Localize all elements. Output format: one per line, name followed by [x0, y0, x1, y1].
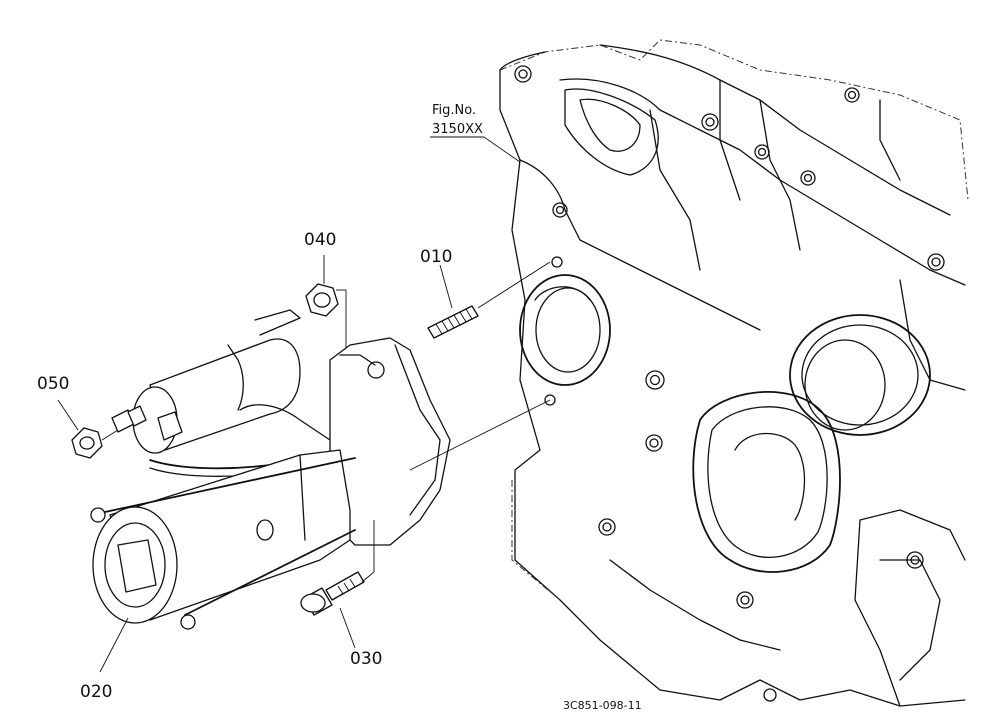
part-callouts: 010 020 030 040 050 — [37, 230, 452, 702]
gear-case-housing — [499, 39, 969, 707]
housing-bore-starter — [519, 274, 611, 386]
bolt-030 — [300, 399, 551, 649]
callout-030: 030 — [350, 649, 382, 669]
callout-010: 010 — [420, 247, 452, 267]
housing-bore-lower — [692, 391, 841, 573]
figure-reference: Fig.No. 3150XX — [430, 103, 521, 163]
callout-050: 050 — [37, 374, 69, 394]
nut-050 — [57, 399, 119, 459]
flange-bolt-holes — [514, 65, 945, 702]
housing-bore-right — [789, 314, 931, 436]
stud-bolt-010 — [427, 261, 551, 339]
callout-040: 040 — [304, 230, 336, 250]
starter-motor-020 — [90, 309, 451, 673]
housing-lower-bracket — [609, 509, 966, 707]
fig-no-value: 3150XX — [432, 122, 483, 137]
drawing-code: 3C851-098-11 — [563, 699, 642, 712]
fig-no-label: Fig.No. — [432, 103, 476, 118]
callout-020: 020 — [80, 682, 112, 702]
